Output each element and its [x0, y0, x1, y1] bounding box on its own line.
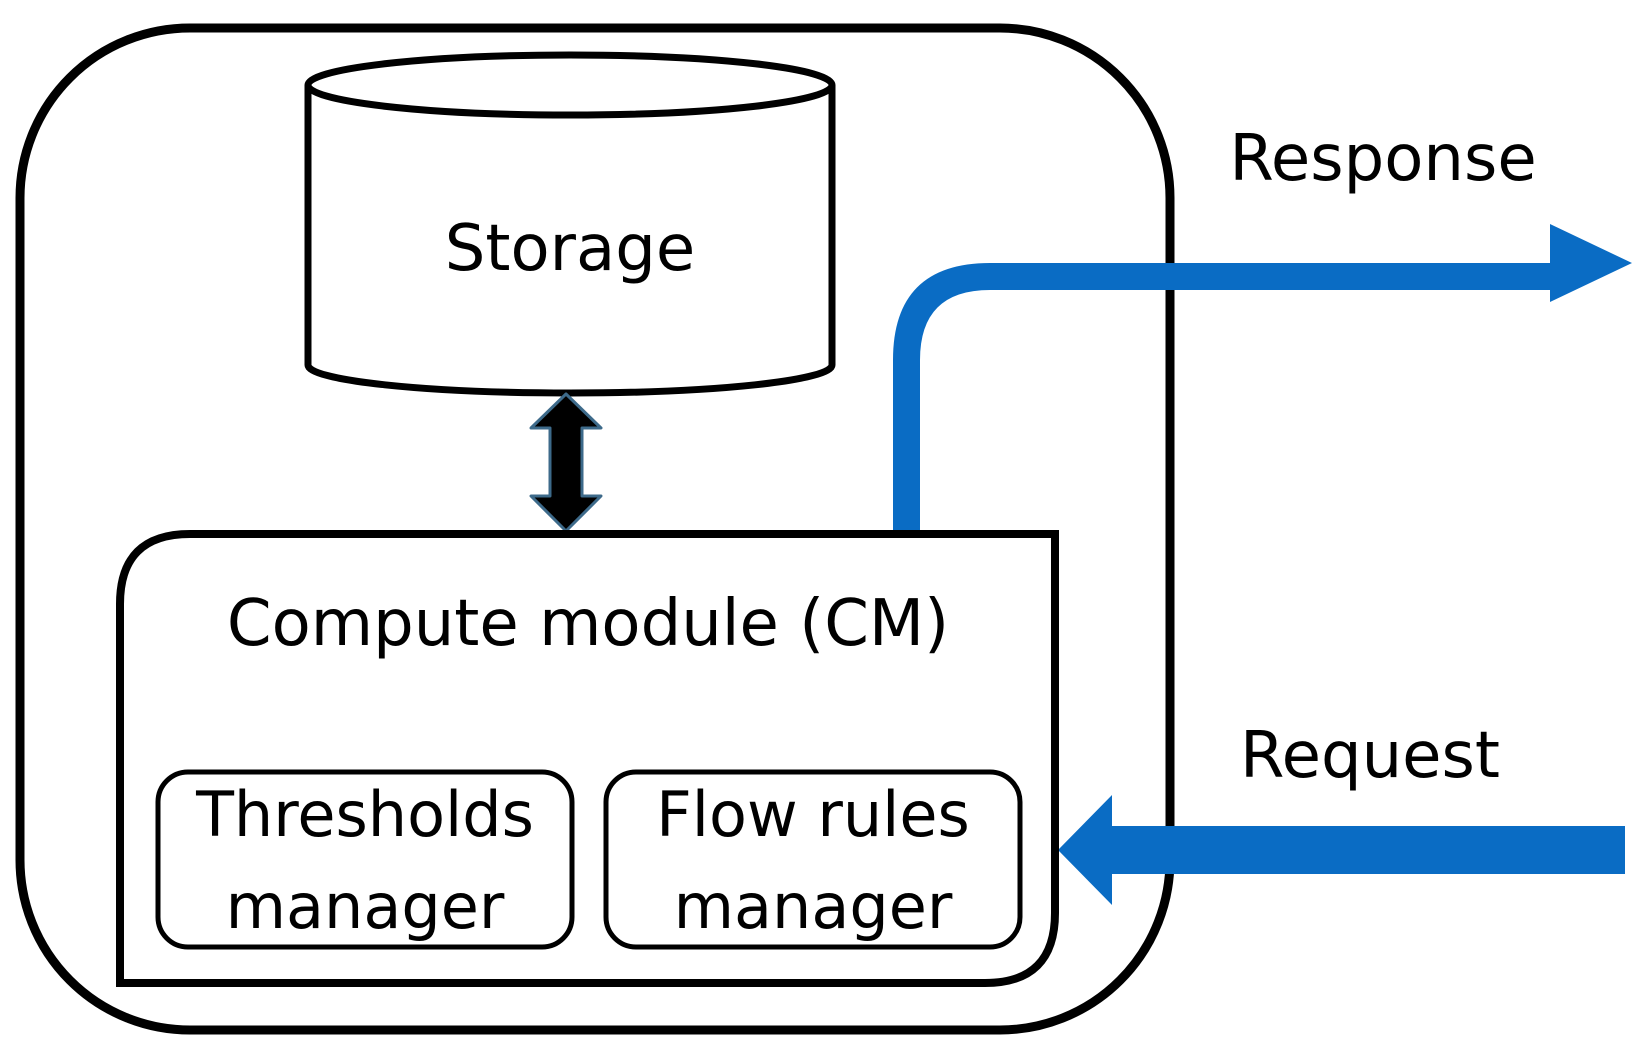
thresholds-manager-box	[155, 769, 575, 950]
storage-top	[304, 51, 836, 119]
compute-module-title: Compute module (CM)	[227, 587, 949, 661]
storage-cylinder: Storage	[304, 51, 836, 397]
thresholds-manager-label-line1: Thresholds	[195, 778, 534, 851]
flow-rules-manager-label-line2: manager	[674, 870, 953, 943]
response-label: Response	[1229, 122, 1536, 196]
request-label: Request	[1240, 719, 1500, 793]
flow-rules-manager-box	[603, 769, 1023, 950]
storage-body	[304, 85, 836, 397]
request-arrow	[1058, 795, 1625, 905]
storage-label: Storage	[445, 212, 695, 286]
thresholds-manager-label-line2: manager	[226, 870, 505, 943]
response-arrow	[893, 224, 1632, 530]
flow-rules-manager-label-line1: Flow rules	[656, 778, 970, 851]
